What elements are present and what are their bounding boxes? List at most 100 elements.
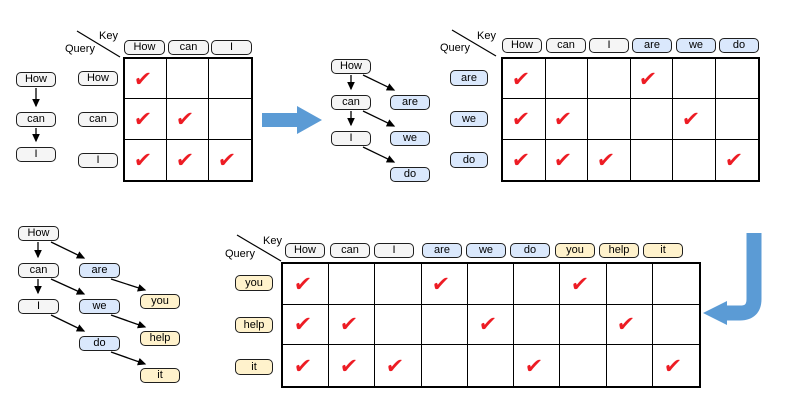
token-box-can: can xyxy=(331,95,371,110)
check-icon: ✔ xyxy=(616,312,637,337)
query-header-can: can xyxy=(78,112,118,127)
mask-cell-r2-c1: ✔ xyxy=(167,139,209,180)
arrow-i-do xyxy=(50,314,86,332)
mask-cell-r0-c4 xyxy=(673,59,716,100)
mask-cell-r0-c2 xyxy=(375,264,422,305)
query-header-are: are xyxy=(450,70,488,86)
mask-cell-r0-c4 xyxy=(467,264,515,305)
key-header-i: I xyxy=(589,38,629,53)
mask-cell-r0-c7 xyxy=(606,264,653,305)
check-icon: ✔ xyxy=(292,353,313,378)
check-icon: ✔ xyxy=(292,312,313,337)
check-icon: ✔ xyxy=(723,147,744,172)
arrow-do-it xyxy=(110,351,147,366)
key-query-divider xyxy=(236,234,282,262)
query-header-do: do xyxy=(450,152,488,168)
check-icon: ✔ xyxy=(292,271,313,296)
token-box-how: How xyxy=(18,226,59,241)
mask-cell-r2-c4 xyxy=(673,139,716,180)
mask-cell-r1-c1: ✔ xyxy=(329,304,376,346)
token-box-we: we xyxy=(79,299,120,314)
mask-cell-r0-c1 xyxy=(167,59,209,100)
mask-cell-r1-c5 xyxy=(514,304,561,346)
key-header-how: How xyxy=(124,40,165,55)
check-icon: ✔ xyxy=(569,271,590,296)
mask-cell-r0-c5 xyxy=(514,264,561,305)
arrow-how-are xyxy=(362,74,396,91)
query-header-you: you xyxy=(235,275,273,291)
mask-cell-r2-c2: ✔ xyxy=(209,140,251,180)
check-icon: ✔ xyxy=(510,106,531,131)
mask-cell-r1-c1: ✔ xyxy=(545,99,588,140)
mask-cell-r0-c1 xyxy=(545,59,588,100)
key-header-are: are xyxy=(632,38,672,53)
key-axis-label: Key xyxy=(263,235,282,247)
arrow-are-you xyxy=(110,278,147,292)
key-header-do: do xyxy=(510,243,550,258)
arrow-can-we xyxy=(362,110,396,127)
key-header-how: How xyxy=(285,243,325,258)
key-query-divider xyxy=(451,29,497,57)
check-icon: ✔ xyxy=(553,106,574,131)
key-header-can: can xyxy=(330,243,370,258)
mask-cell-r0-c0: ✔ xyxy=(503,59,546,100)
query-axis-label: Query xyxy=(65,43,95,55)
mask-cell-r2-c1: ✔ xyxy=(329,345,376,386)
check-icon: ✔ xyxy=(523,353,544,378)
mask-cell-r1-c4: ✔ xyxy=(673,99,716,140)
mask-table-step3: ✔✔✔✔✔✔✔✔✔✔✔✔ xyxy=(281,262,701,388)
mask-cell-r2-c3 xyxy=(631,139,673,180)
token-box-you: you xyxy=(140,294,180,309)
mask-cell-r2-c3 xyxy=(422,345,468,386)
query-axis-label: Query xyxy=(225,248,255,260)
key-header-are: are xyxy=(422,243,462,258)
check-icon: ✔ xyxy=(431,271,452,296)
mask-cell-r1-c3 xyxy=(630,99,673,140)
mask-cell-r1-c0: ✔ xyxy=(283,304,330,346)
arrow-i-do xyxy=(362,146,396,163)
mask-cell-r2-c0: ✔ xyxy=(503,139,546,180)
token-box-how: How xyxy=(16,72,56,87)
step-arrow-down-left-icon xyxy=(726,233,762,321)
key-query-divider xyxy=(76,30,121,58)
mask-cell-r0-c3: ✔ xyxy=(421,264,468,305)
query-header-help: help xyxy=(235,317,273,333)
check-icon: ✔ xyxy=(510,66,531,91)
mask-cell-r1-c5 xyxy=(715,99,758,140)
key-header-how: How xyxy=(502,38,542,53)
step-arrow-down-left-head-icon xyxy=(703,301,727,325)
mask-cell-r0-c2 xyxy=(588,59,631,100)
mask-cell-r0-c6: ✔ xyxy=(560,264,607,305)
mask-cell-r2-c2: ✔ xyxy=(375,345,422,386)
mask-cell-r0-c0: ✔ xyxy=(283,264,330,305)
token-box-are: are xyxy=(390,95,430,110)
token-box-can: can xyxy=(16,112,56,127)
key-axis-label: Key xyxy=(477,30,496,42)
mask-cell-r2-c0: ✔ xyxy=(125,139,167,180)
check-icon: ✔ xyxy=(216,147,238,172)
token-box-i: I xyxy=(331,131,371,146)
key-header-i: I xyxy=(211,40,252,55)
token-box-can: can xyxy=(18,263,59,278)
query-header-we: we xyxy=(450,111,488,127)
mask-cell-r0-c5 xyxy=(715,59,758,100)
step-arrow-right-icon xyxy=(262,106,322,134)
key-header-do: do xyxy=(719,38,759,53)
check-icon: ✔ xyxy=(174,147,195,172)
check-icon: ✔ xyxy=(638,66,659,91)
mask-cell-r1-c0: ✔ xyxy=(503,99,546,140)
check-icon: ✔ xyxy=(132,106,153,131)
check-icon: ✔ xyxy=(338,353,359,378)
token-box-we: we xyxy=(390,131,430,146)
mask-cell-r0-c1 xyxy=(329,264,376,305)
arrow-we-help xyxy=(110,314,147,329)
check-icon: ✔ xyxy=(174,106,195,131)
key-header-i: I xyxy=(374,243,414,258)
mask-cell-r1-c0: ✔ xyxy=(125,99,167,140)
arrow-how-are xyxy=(50,241,86,259)
mask-cell-r0-c3: ✔ xyxy=(630,59,673,100)
mask-table-step1: ✔ ✔ ✔ ✔ ✔ ✔ xyxy=(123,57,253,182)
mask-cell-r0-c0: ✔ xyxy=(125,59,167,100)
